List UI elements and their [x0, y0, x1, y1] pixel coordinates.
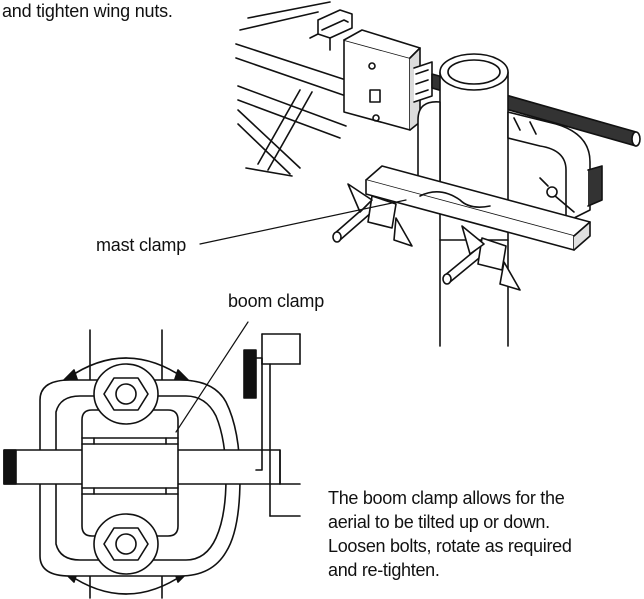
wing-nut-rear: [539, 177, 575, 213]
boom-clamp-note: The boom clamp allows for the aerial to …: [328, 486, 644, 582]
mounting-plate: [343, 29, 433, 131]
wing-nut-right: [442, 225, 521, 291]
note-line: and re-tighten.: [328, 560, 440, 580]
boom-clamp-body: [81, 409, 179, 537]
mast-clamp-label: mast clamp: [96, 235, 187, 255]
aerial-frame-rails: [235, 1, 347, 177]
note-line: aerial to be tilted up or down.: [328, 512, 550, 532]
note-line: The boom clamp allows for the: [328, 488, 565, 508]
mast-clamp-assembly: [199, 1, 641, 347]
bolt-bottom: [93, 513, 159, 575]
boom-clamp-detail: [3, 321, 301, 599]
side-clamp: [243, 333, 301, 517]
mast-clamp-leader: [199, 199, 407, 245]
boom-clamp-label: boom clamp: [228, 291, 325, 311]
boom-clamp-leader: [175, 321, 249, 433]
bolt-top: [93, 363, 159, 425]
element-clip: [309, 9, 353, 51]
note-line: Loosen bolts, rotate as required: [328, 536, 572, 556]
clamp-bar: [365, 165, 591, 251]
step-caption: and tighten wing nuts.: [2, 1, 173, 21]
